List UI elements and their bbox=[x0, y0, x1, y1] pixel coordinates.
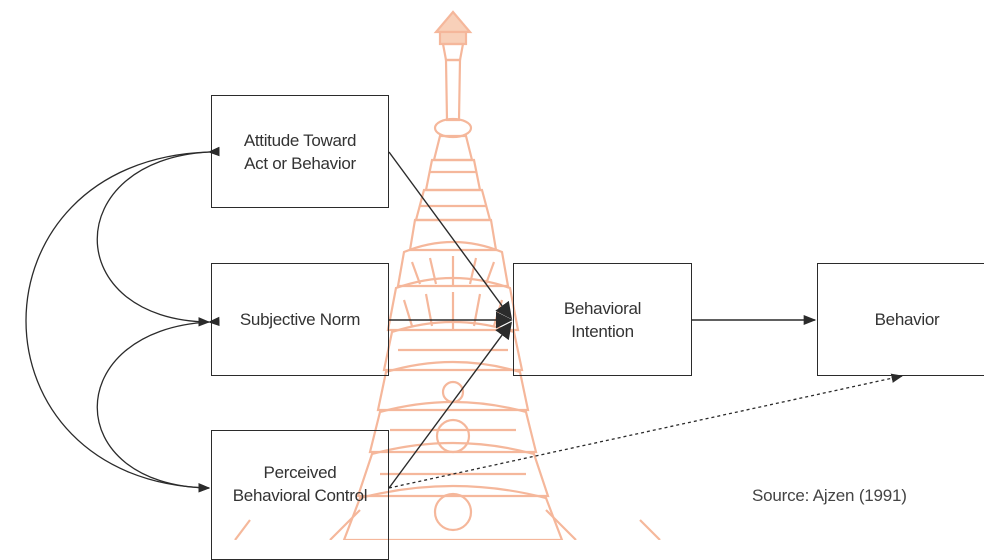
node-intention: Behavioral Intention bbox=[513, 263, 692, 376]
node-subjective-norm: Subjective Norm bbox=[211, 263, 389, 376]
curve-attitude-pbc bbox=[25, 146, 220, 493]
node-attitude: Attitude Toward Act or Behavior bbox=[211, 95, 389, 208]
node-behavior-label: Behavior bbox=[874, 310, 940, 329]
node-perceived-control-label: Perceived Behavioral Control bbox=[232, 463, 368, 505]
arrow-pbc-to-intention bbox=[388, 321, 512, 489]
curve-norm-pbc bbox=[96, 316, 220, 493]
diagram-canvas bbox=[25, 10, 904, 540]
node-attitude-label: Attitude Toward Act or Behavior bbox=[243, 130, 357, 173]
node-behavior: Behavior bbox=[817, 263, 984, 376]
arrow-attitude-to-intention bbox=[388, 151, 512, 320]
temple-watermark bbox=[234, 10, 661, 540]
curve-attitude-norm bbox=[96, 146, 220, 327]
node-perceived-control: Perceived Behavioral Control bbox=[211, 430, 389, 560]
dashed-arrow-pbc-to-behavior bbox=[388, 373, 904, 489]
source-citation: Source: Ajzen (1991) bbox=[752, 486, 907, 505]
node-subjective-norm-label: Subjective Norm bbox=[239, 310, 361, 329]
node-intention-label: Behavioral Intention bbox=[563, 298, 642, 341]
